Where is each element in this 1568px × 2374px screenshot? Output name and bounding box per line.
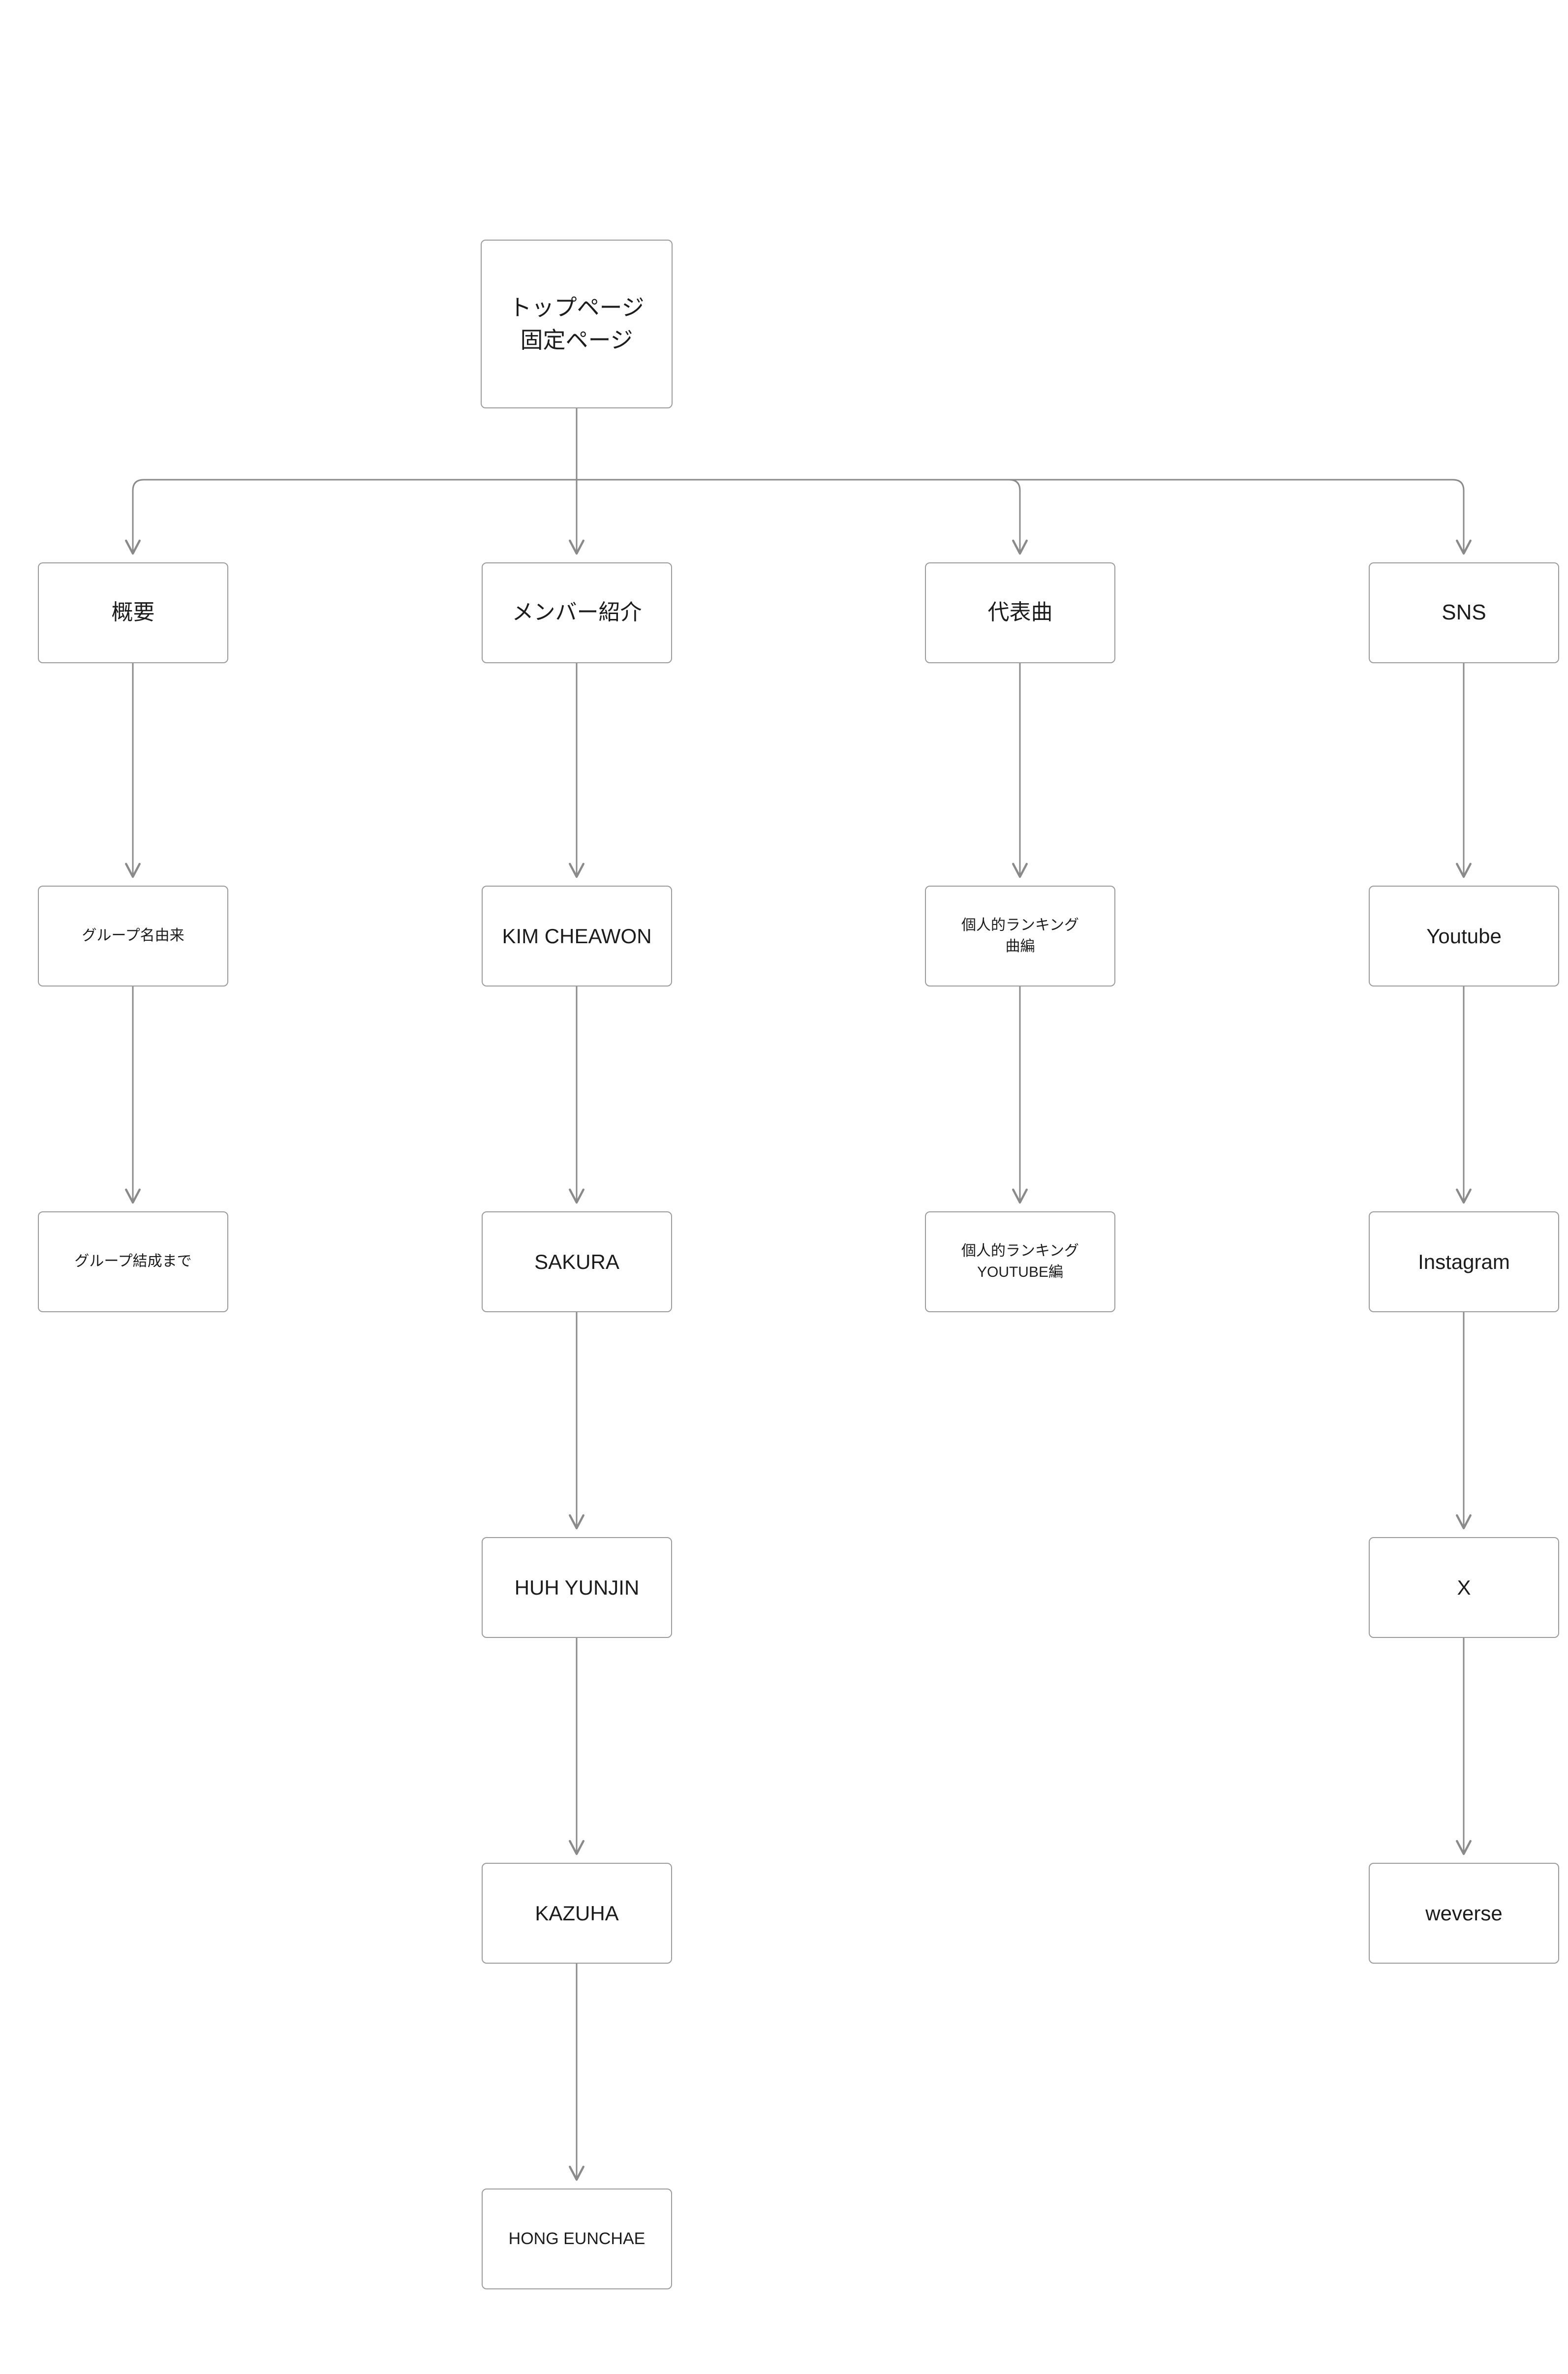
node-until-group-formation[interactable]: グループ結成まで xyxy=(38,1211,228,1312)
node-ranking-youtube-label: 個人的ランキング YOUTUBE編 xyxy=(961,1242,1079,1280)
node-root[interactable]: トップページ 固定ページ xyxy=(481,240,673,408)
node-overview[interactable]: 概要 xyxy=(38,562,228,663)
node-sns-youtube[interactable]: Youtube xyxy=(1369,886,1559,987)
node-signature-songs[interactable]: 代表曲 xyxy=(925,562,1115,663)
node-members[interactable]: メンバー紹介 xyxy=(482,562,672,663)
edge-root-to-overview xyxy=(125,479,577,555)
node-sns-x[interactable]: X xyxy=(1369,1537,1559,1638)
node-overview-label: 概要 xyxy=(111,600,155,625)
node-ranking-youtube[interactable]: 個人的ランキング YOUTUBE編 xyxy=(925,1211,1115,1312)
node-sns-x-label: X xyxy=(1457,1575,1471,1599)
node-group-name-origin[interactable]: グループ名由来 xyxy=(38,886,228,987)
edge-root-to-sns xyxy=(577,479,1472,555)
edge-root-to-songs xyxy=(577,479,1028,555)
node-ranking-songs[interactable]: 個人的ランキング 曲編 xyxy=(925,886,1115,987)
node-until-group-formation-label: グループ結成まで xyxy=(74,1253,192,1270)
node-member-huh-yunjin-label: HUH YUNJIN xyxy=(514,1575,640,1599)
node-sns-weverse-label: weverse xyxy=(1425,1901,1503,1925)
node-root-label: トップページ 固定ページ xyxy=(509,295,645,353)
node-sns[interactable]: SNS xyxy=(1369,562,1559,663)
node-sns-instagram-label: Instagram xyxy=(1418,1250,1510,1273)
node-member-kim-cheawon[interactable]: KIM CHEAWON xyxy=(482,886,672,987)
node-signature-songs-label: 代表曲 xyxy=(987,600,1053,625)
node-sns-weverse[interactable]: weverse xyxy=(1369,1863,1559,1964)
node-member-hong-eunchae-label: HONG EUNCHAE xyxy=(508,2229,646,2249)
node-members-label: メンバー紹介 xyxy=(512,600,642,625)
node-sns-label: SNS xyxy=(1442,600,1486,625)
node-member-huh-yunjin[interactable]: HUH YUNJIN xyxy=(482,1537,672,1638)
node-member-kazuha[interactable]: KAZUHA xyxy=(482,1863,672,1964)
node-sns-youtube-label: Youtube xyxy=(1426,924,1502,948)
node-group-name-origin-label: グループ名由来 xyxy=(82,927,184,944)
node-member-hong-eunchae[interactable]: HONG EUNCHAE xyxy=(482,2189,672,2289)
node-member-kazuha-label: KAZUHA xyxy=(535,1901,619,1925)
node-member-kim-cheawon-label: KIM CHEAWON xyxy=(502,924,652,948)
node-member-sakura[interactable]: SAKURA xyxy=(482,1211,672,1312)
node-member-sakura-label: SAKURA xyxy=(534,1250,619,1273)
node-sns-instagram[interactable]: Instagram xyxy=(1369,1211,1559,1312)
node-ranking-songs-label: 個人的ランキング 曲編 xyxy=(961,917,1079,955)
